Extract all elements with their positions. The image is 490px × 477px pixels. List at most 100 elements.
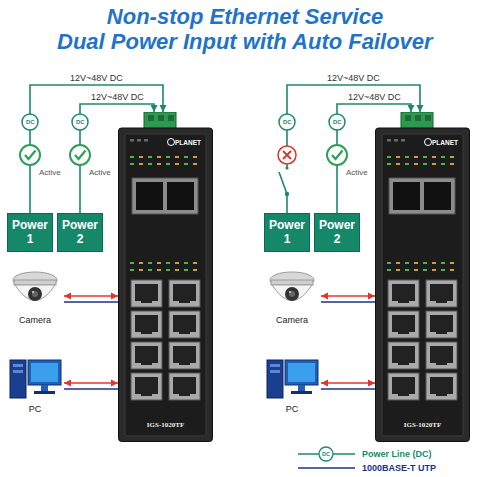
sfp-cage xyxy=(389,178,455,214)
ethernet-switch: IGS-1020TF xyxy=(375,112,470,442)
rj45-port xyxy=(426,373,457,400)
status-led xyxy=(401,139,405,142)
arrow-head xyxy=(321,380,328,387)
rj45-port xyxy=(169,311,200,338)
port-led xyxy=(396,156,400,158)
rj45-socket xyxy=(135,315,158,332)
rj45-notch xyxy=(436,299,447,303)
utp-cable xyxy=(64,388,118,390)
rj45-notch xyxy=(141,361,152,365)
rj45-notch xyxy=(398,330,409,334)
port-led xyxy=(184,156,188,158)
pc-screen xyxy=(31,363,58,382)
status-led xyxy=(144,139,148,142)
camera-device: Camera xyxy=(6,268,64,330)
port-led xyxy=(130,156,134,158)
camera-lens-inner xyxy=(32,291,38,297)
check-circle xyxy=(70,145,90,165)
voltage-label: 12V~48V DC xyxy=(68,73,125,83)
rj45-notch xyxy=(398,299,409,303)
rj45-port xyxy=(388,311,419,338)
ethernet-switch: IGS-1020TF xyxy=(118,112,213,442)
connector-line xyxy=(64,382,118,384)
power-box: Power 2 xyxy=(314,213,360,252)
rj45-socket xyxy=(135,346,158,363)
device-label: PC xyxy=(6,404,64,414)
camera-icon xyxy=(6,268,64,312)
port-led xyxy=(175,156,179,158)
dc-marker xyxy=(22,114,38,130)
arrow-head xyxy=(417,105,424,112)
port-led xyxy=(423,269,427,271)
open-switch-lever xyxy=(279,172,287,194)
terminal-screw xyxy=(148,115,154,121)
camera-dome xyxy=(15,285,55,301)
port-led xyxy=(423,163,427,165)
status-led xyxy=(137,139,141,142)
drive-bay xyxy=(13,370,23,373)
rj45-socket xyxy=(430,315,453,332)
arrow-head xyxy=(111,380,118,387)
port-led xyxy=(148,269,152,271)
legend-utp-line xyxy=(298,467,355,469)
port-led xyxy=(157,269,161,271)
power-box: Power 1 xyxy=(264,213,310,252)
sfp-slot xyxy=(136,182,163,210)
voltage-label: 12V~48V DC xyxy=(325,73,382,83)
rj45-notch xyxy=(141,299,152,303)
dc-marker xyxy=(319,447,333,461)
port-led xyxy=(175,269,179,271)
port-led xyxy=(139,269,143,271)
device-label: PC xyxy=(263,404,321,414)
rj45-port xyxy=(169,342,200,369)
arrow-head xyxy=(321,293,328,300)
pc-icon xyxy=(6,354,64,402)
arrow-head xyxy=(408,105,415,112)
port-led xyxy=(139,156,143,158)
power-label: Power 2 xyxy=(60,219,100,247)
port-led xyxy=(423,262,427,264)
rj45-socket xyxy=(173,284,196,301)
port-led xyxy=(396,163,400,165)
rj45-port xyxy=(131,311,162,338)
port-led xyxy=(175,262,179,264)
rj45-notch xyxy=(398,392,409,396)
status-text: Active xyxy=(89,168,111,177)
data-link xyxy=(64,380,118,387)
port-led xyxy=(441,163,445,165)
status-led xyxy=(394,139,398,142)
dc-marker xyxy=(279,114,295,130)
camera-device: Camera xyxy=(263,268,321,330)
port-led xyxy=(166,163,170,165)
port-led xyxy=(166,262,170,264)
rj45-notch xyxy=(436,330,447,334)
rj45-socket xyxy=(135,284,158,301)
logo-globe xyxy=(425,139,432,146)
dc-marker xyxy=(72,114,88,130)
data-link xyxy=(64,293,118,300)
status-text: Active xyxy=(39,168,61,177)
monitor-base xyxy=(34,391,55,394)
port-led xyxy=(157,156,161,158)
rj45-socket xyxy=(392,315,415,332)
sfp-slot xyxy=(167,182,194,210)
dc-text: DC xyxy=(283,119,292,125)
port-led xyxy=(450,262,454,264)
arrow-head xyxy=(160,105,167,112)
arrow-head xyxy=(368,293,375,300)
switch-illustration xyxy=(375,112,470,442)
terminal-screw xyxy=(168,115,174,121)
monitor-base xyxy=(291,391,312,394)
drive-bay xyxy=(13,364,23,367)
rj45-notch xyxy=(436,392,447,396)
rj45-notch xyxy=(179,361,190,365)
connector-line xyxy=(64,295,118,297)
device-label: Camera xyxy=(6,315,64,325)
brand-logo: PLANET xyxy=(175,139,201,146)
terminal-screw xyxy=(405,115,411,121)
camera-ring xyxy=(14,280,56,285)
port-led xyxy=(387,262,391,264)
port-led xyxy=(450,269,454,271)
port-led xyxy=(184,163,188,165)
